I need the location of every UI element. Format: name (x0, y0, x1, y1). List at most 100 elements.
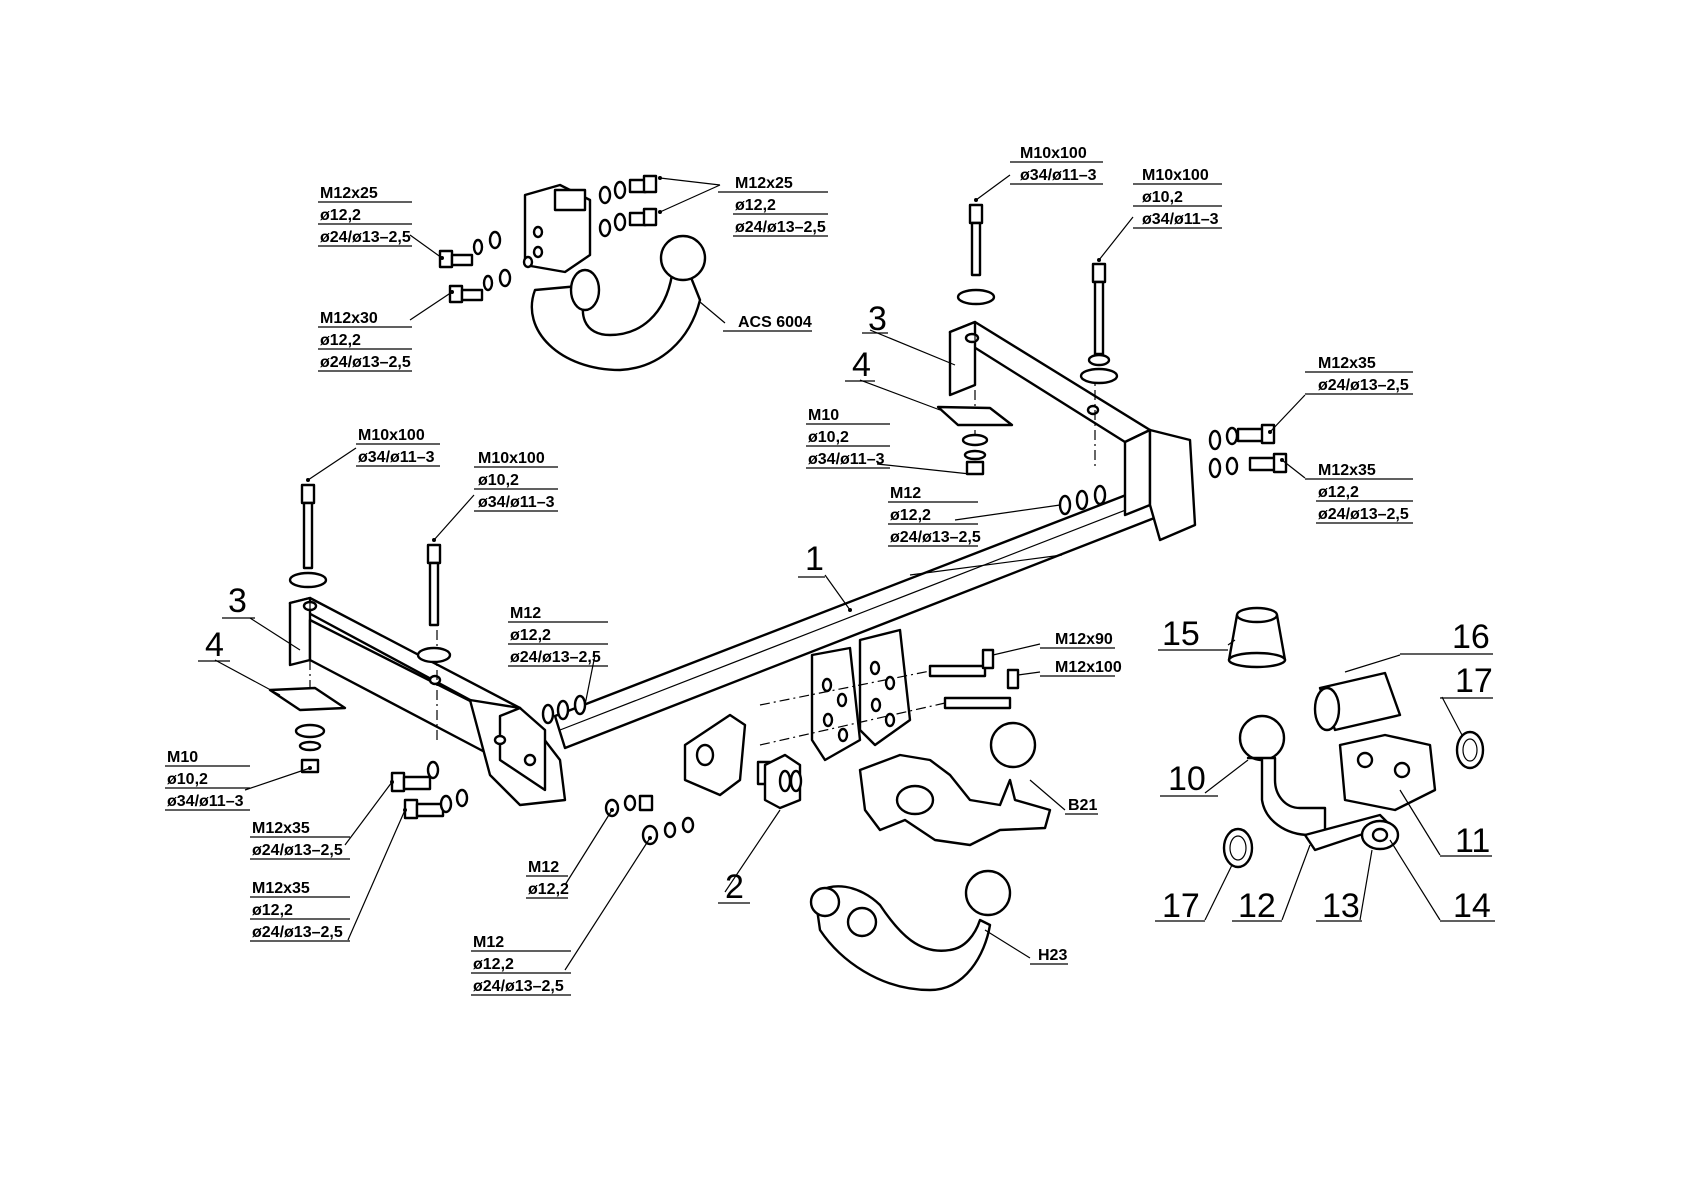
part-number-4-left-text: 4 (205, 626, 224, 664)
callout-c6-line-2: ø10,2 (1142, 189, 1183, 206)
callout-c14-line-1: M10 (167, 749, 198, 766)
callout-c2: M12x30 ø12,2 ø24/ø13–2,5 (318, 310, 412, 372)
callout-c18-line-1: M12 (473, 934, 504, 951)
callout-c17-line-2: ø12,2 (528, 881, 569, 898)
callout-c18-line-2: ø12,2 (473, 956, 514, 973)
callout-c16-line-3: ø24/ø13–2,5 (252, 924, 343, 941)
callout-c14: M10 ø10,2 ø34/ø11–3 (165, 749, 250, 811)
callout-c14-line-3: ø34/ø11–3 (167, 793, 244, 810)
left-bolt-1 (288, 483, 328, 589)
callout-c8-line-3: ø24/ø13–2,5 (890, 529, 981, 546)
part-number-1: 1 (798, 540, 825, 578)
callout-c12-line-1: M10x100 (478, 450, 545, 467)
part-number-14: 14 (1440, 887, 1495, 925)
callout-c10: M12x35 ø12,2 ø24/ø13–2,5 (1305, 462, 1413, 524)
part-number-4-right-text: 4 (852, 346, 871, 384)
part-number-15: 15 (1158, 615, 1228, 653)
part-number-2: 2 (718, 868, 750, 906)
callout-c9-line-2: ø24/ø13–2,5 (1318, 377, 1409, 394)
callout-c6-line-1: M10x100 (1142, 167, 1209, 184)
part-number-12: 12 (1232, 887, 1282, 925)
callout-c5: M10x100 ø34/ø11–3 (1010, 145, 1103, 185)
part-number-16-text: 16 (1452, 618, 1490, 656)
callout-c15-line-1: M12x35 (252, 820, 310, 837)
b21-tow-ball (858, 721, 1052, 847)
part-number-4-right: 4 (845, 346, 875, 384)
callout-c7-line-2: ø10,2 (808, 429, 849, 446)
callout-c21-line-1: B21 (1068, 797, 1097, 814)
right-m10-stack (961, 433, 989, 476)
callout-c10-line-2: ø12,2 (1318, 484, 1359, 501)
callout-c13: M12 ø12,2 ø24/ø13–2,5 (508, 605, 608, 667)
callout-c20-line-1: M12x100 (1055, 659, 1122, 676)
callout-c4-line-1: ACS 6004 (738, 314, 812, 331)
callout-c21: B21 (1065, 797, 1098, 815)
callout-c11: M10x100 ø34/ø11–3 (356, 427, 440, 467)
callout-c13-line-3: ø24/ø13–2,5 (510, 649, 601, 666)
callout-c9-line-1: M12x35 (1318, 355, 1376, 372)
callout-c17-line-1: M12 (528, 859, 559, 876)
left-m10-stack (294, 723, 326, 774)
ball-cap-15 (1227, 606, 1287, 669)
callout-c3-line-2: ø12,2 (735, 197, 776, 214)
callout-c10-line-1: M12x35 (1318, 462, 1376, 479)
part-number-3-right: 3 (862, 300, 888, 338)
callout-c7: M10 ø10,2 ø34/ø11–3 (806, 407, 890, 469)
callout-c2-line-1: M12x30 (320, 310, 378, 327)
left-side-bracket (288, 596, 567, 807)
callout-c1-line-2: ø12,2 (320, 207, 361, 224)
callout-c1: M12x25 ø12,2 ø24/ø13–2,5 (318, 185, 412, 247)
part-number-13-text: 13 (1322, 887, 1360, 925)
sleeve-16 (1313, 671, 1402, 732)
part-number-11-text: 11 (1455, 822, 1490, 860)
coupling-housing-11 (1338, 733, 1437, 812)
pin-13-14 (1360, 819, 1400, 851)
callout-c11-line-1: M10x100 (358, 427, 425, 444)
callout-c19: M12x90 (1040, 631, 1115, 649)
callout-c15: M12x35 ø24/ø13–2,5 (250, 820, 350, 860)
part-number-4-left: 4 (198, 626, 230, 664)
part-number-3-left: 3 (222, 582, 255, 620)
callout-c12-line-2: ø10,2 (478, 472, 519, 489)
callout-c1-line-3: ø24/ø13–2,5 (320, 229, 411, 246)
callout-c5-line-1: M10x100 (1020, 145, 1087, 162)
part-number-10-text: 10 (1168, 760, 1206, 798)
acs-6004-detachable-hitch (522, 183, 707, 372)
part-number-2-text: 2 (725, 868, 744, 906)
part-number-1-text: 1 (805, 540, 824, 578)
callout-c6-line-3: ø34/ø11–3 (1142, 211, 1219, 228)
callout-c7-line-3: ø34/ø11–3 (808, 451, 885, 468)
right-bolt-1 (956, 203, 996, 306)
part-number-3-right-text: 3 (868, 300, 887, 338)
callout-c9: M12x35 ø24/ø13–2,5 (1305, 355, 1413, 395)
callout-c3-line-1: M12x25 (735, 175, 793, 192)
callout-c22: H23 (1030, 947, 1068, 965)
ring-17-bottom (1222, 827, 1254, 869)
part-number-13: 13 (1316, 887, 1362, 925)
part-number-14-text: 14 (1453, 887, 1491, 925)
long-bolts (759, 648, 1020, 746)
callout-c18-line-3: ø24/ø13–2,5 (473, 978, 564, 995)
callout-c8-line-2: ø12,2 (890, 507, 931, 524)
callout-c3: M12x25 ø12,2 ø24/ø13–2,5 (718, 175, 828, 237)
callout-c16-line-1: M12x35 (252, 880, 310, 897)
callout-c12-line-3: ø34/ø11–3 (478, 494, 555, 511)
part-number-11: 11 (1440, 822, 1492, 860)
part-number-3-left-text: 3 (228, 582, 247, 620)
right-mounting-plate (936, 405, 1014, 427)
callout-c20: M12x100 (1040, 659, 1122, 677)
callout-c16: M12x35 ø12,2 ø24/ø13–2,5 (250, 880, 350, 942)
right-side-bracket (948, 320, 1197, 542)
part-number-17-bottom: 17 (1155, 887, 1205, 925)
part-number-16: 16 (1400, 618, 1493, 656)
part-number-12-text: 12 (1238, 887, 1276, 925)
callout-c4: ACS 6004 (723, 314, 812, 332)
callout-c2-line-2: ø12,2 (320, 332, 361, 349)
callout-c18: M12 ø12,2 ø24/ø13–2,5 (471, 934, 571, 996)
callout-c22-line-1: H23 (1038, 947, 1067, 964)
removable-ball-10 (1238, 714, 1327, 837)
callout-c14-line-2: ø10,2 (167, 771, 208, 788)
callout-c2-line-3: ø24/ø13–2,5 (320, 354, 411, 371)
